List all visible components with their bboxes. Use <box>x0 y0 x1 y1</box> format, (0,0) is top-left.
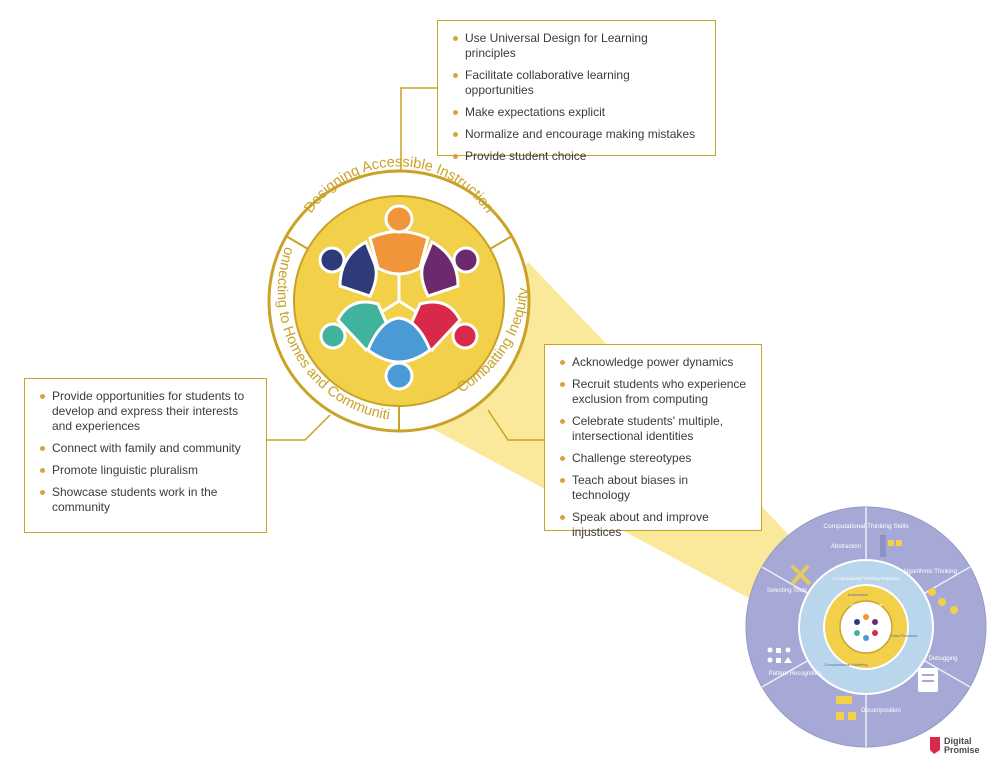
wheel-middle-data: Data Practices <box>891 633 917 638</box>
community-strategies-box: Provide opportunities for students to de… <box>24 378 267 533</box>
inequity-strategies-box: Acknowledge power dynamics Recruit stude… <box>544 344 762 539</box>
list-item: Connect with family and community <box>39 441 252 456</box>
list-item: Recruit students who experience exclusio… <box>559 377 747 407</box>
wheel-inner-title: Inclusive Pedagogy <box>850 603 883 607</box>
logo-line1: Digital <box>944 736 972 746</box>
list-item: Normalize and encourage making mistakes <box>452 127 701 142</box>
connector-left <box>267 414 331 441</box>
wheel-middle-automation: Automation <box>848 592 868 597</box>
wheel-middle-title: Computational Thinking Practices <box>833 576 901 581</box>
inequity-strategies-list: Acknowledge power dynamics Recruit stude… <box>559 355 747 540</box>
people-circle-icon <box>318 204 480 391</box>
list-item: Facilitate collaborative learning opport… <box>452 68 701 98</box>
instruction-strategies-box: Use Universal Design for Learning princi… <box>437 20 716 163</box>
decomposition-icon <box>836 696 856 720</box>
algorithmic-thinking-icon <box>928 588 958 614</box>
debugging-icon <box>918 668 938 692</box>
logo-line2: Promise <box>944 745 980 755</box>
computational-thinking-wheel: Computational Thinking Skills Abstractio… <box>745 506 987 748</box>
list-item: Provide opportunities for students to de… <box>39 389 252 434</box>
list-item: Provide student choice <box>452 149 701 164</box>
connector-right <box>487 409 544 441</box>
digital-promise-logo <box>930 737 940 754</box>
wheel-segment-debugging: Debugging <box>928 656 957 662</box>
list-item: Showcase students work in the community <box>39 485 252 515</box>
pattern-recognition-icon <box>767 647 792 663</box>
wheel-middle-modeling: Computational Modeling <box>824 662 867 667</box>
list-item: Acknowledge power dynamics <box>559 355 747 370</box>
connector-top <box>400 87 437 191</box>
wheel-outer-title: Computational Thinking Skills <box>823 523 909 530</box>
selecting-tools-icon <box>790 564 812 586</box>
list-item: Challenge stereotypes <box>559 451 747 466</box>
list-item: Teach about biases in technology <box>559 473 747 503</box>
wheel-segment-selecting: Selecting Tools <box>767 588 807 594</box>
list-item: Celebrate students' multiple, intersecti… <box>559 414 747 444</box>
community-strategies-list: Provide opportunities for students to de… <box>39 389 252 515</box>
abstraction-icon <box>880 535 902 557</box>
instruction-strategies-list: Use Universal Design for Learning princi… <box>452 31 701 164</box>
wheel-segment-decomposition: Decomposition <box>861 708 901 714</box>
wheel-segment-pattern: Pattern Recognition <box>769 671 822 677</box>
list-item: Use Universal Design for Learning princi… <box>452 31 701 61</box>
list-item: Promote linguistic pluralism <box>39 463 252 478</box>
wheel-segment-algorithmic: Algorithmic Thinking <box>903 569 957 575</box>
wheel-segment-abstraction: Abstraction <box>831 544 861 550</box>
logo-wordmark: Digital Promise <box>944 737 980 755</box>
list-item: Speak about and improve injustices <box>559 510 747 540</box>
list-item: Make expectations explicit <box>452 105 701 120</box>
